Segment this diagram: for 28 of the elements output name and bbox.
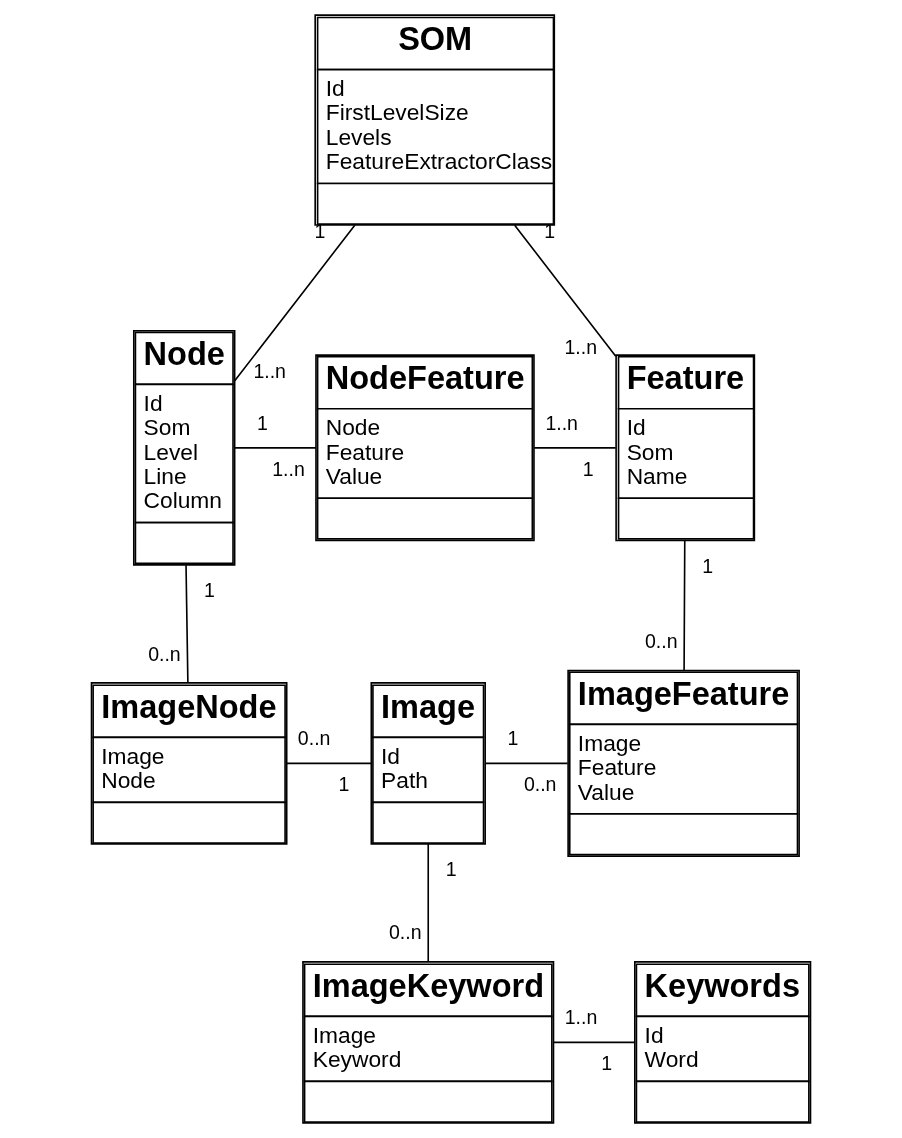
connector [233, 224, 356, 382]
label: 0..n [523, 773, 557, 796]
label: 0..n [388, 921, 422, 944]
connector [552, 1041, 635, 1044]
connector [533, 447, 617, 449]
connector [683, 539, 686, 672]
label: 0..n [297, 727, 331, 750]
connector [185, 564, 189, 684]
label: 1..n [545, 411, 578, 434]
label: 1 [338, 773, 350, 796]
label: 0..n [148, 642, 181, 665]
label: 1..n [253, 360, 286, 383]
label: 1..n [272, 457, 305, 480]
connector [285, 762, 373, 765]
label: 1 [507, 727, 519, 750]
connector [513, 224, 617, 357]
connector [484, 762, 569, 765]
label: 0..n [644, 629, 678, 652]
label: 1 [582, 457, 594, 480]
connector [234, 447, 317, 449]
label: 1 [256, 411, 268, 434]
label: 1 [204, 579, 215, 602]
label: 1..n [564, 335, 598, 358]
label: 1 [601, 1052, 613, 1075]
label: 1 [445, 858, 457, 881]
label: 1 [702, 555, 714, 578]
connector [427, 843, 430, 963]
label: 1..n [564, 1006, 598, 1029]
